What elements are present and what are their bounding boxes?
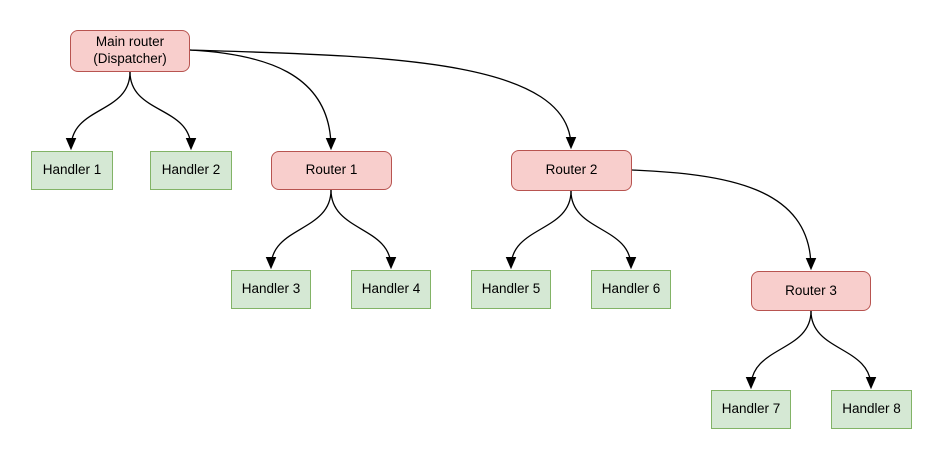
node-label: (Dispatcher) <box>93 51 167 66</box>
edge-router-1-to-handler-4 <box>330 189 397 270</box>
node-router-3: Router 3 <box>751 271 871 311</box>
node-label: Handler 7 <box>721 401 781 417</box>
node-label: Handler 8 <box>842 401 901 417</box>
edge-main-router-to-handler-2 <box>129 71 197 151</box>
node-label: Handler 5 <box>481 281 541 297</box>
edge-main-router-to-router-2 <box>189 49 577 150</box>
node-main-router: Main router(Dispatcher) <box>70 30 190 72</box>
node-label: Handler 6 <box>601 281 661 297</box>
node-label: Handler 3 <box>241 281 301 297</box>
node-handler-2: Handler 2 <box>150 151 232 190</box>
edge-router-2-to-handler-5 <box>505 190 572 270</box>
edge-router-2-to-router-3 <box>631 169 817 271</box>
node-label: Router 1 <box>305 162 358 178</box>
edge-router-2-to-handler-6 <box>570 190 637 270</box>
node-router-1: Router 1 <box>271 151 392 190</box>
edge-router-3-to-handler-7 <box>745 310 812 390</box>
node-handler-7: Handler 7 <box>711 390 791 429</box>
edge-router-1-to-handler-3 <box>265 189 332 270</box>
node-label: Handler 2 <box>161 162 221 178</box>
node-label: Router 3 <box>785 282 837 298</box>
node-handler-3: Handler 3 <box>231 270 311 309</box>
node-label: Handler 1 <box>42 162 102 178</box>
edge-main-router-to-handler-1 <box>65 71 131 151</box>
node-handler-6: Handler 6 <box>591 270 671 309</box>
node-label: Router 2 <box>545 162 598 178</box>
node-handler-1: Handler 1 <box>31 151 113 190</box>
node-label: Handler 4 <box>361 281 421 297</box>
edge-router-3-to-handler-8 <box>810 310 877 390</box>
node-router-2: Router 2 <box>511 150 632 191</box>
edge-main-router-to-router-1 <box>189 49 337 151</box>
node-label: Main router <box>95 34 165 50</box>
node-handler-8: Handler 8 <box>831 390 912 429</box>
node-handler-4: Handler 4 <box>351 270 431 309</box>
node-handler-5: Handler 5 <box>471 270 551 309</box>
